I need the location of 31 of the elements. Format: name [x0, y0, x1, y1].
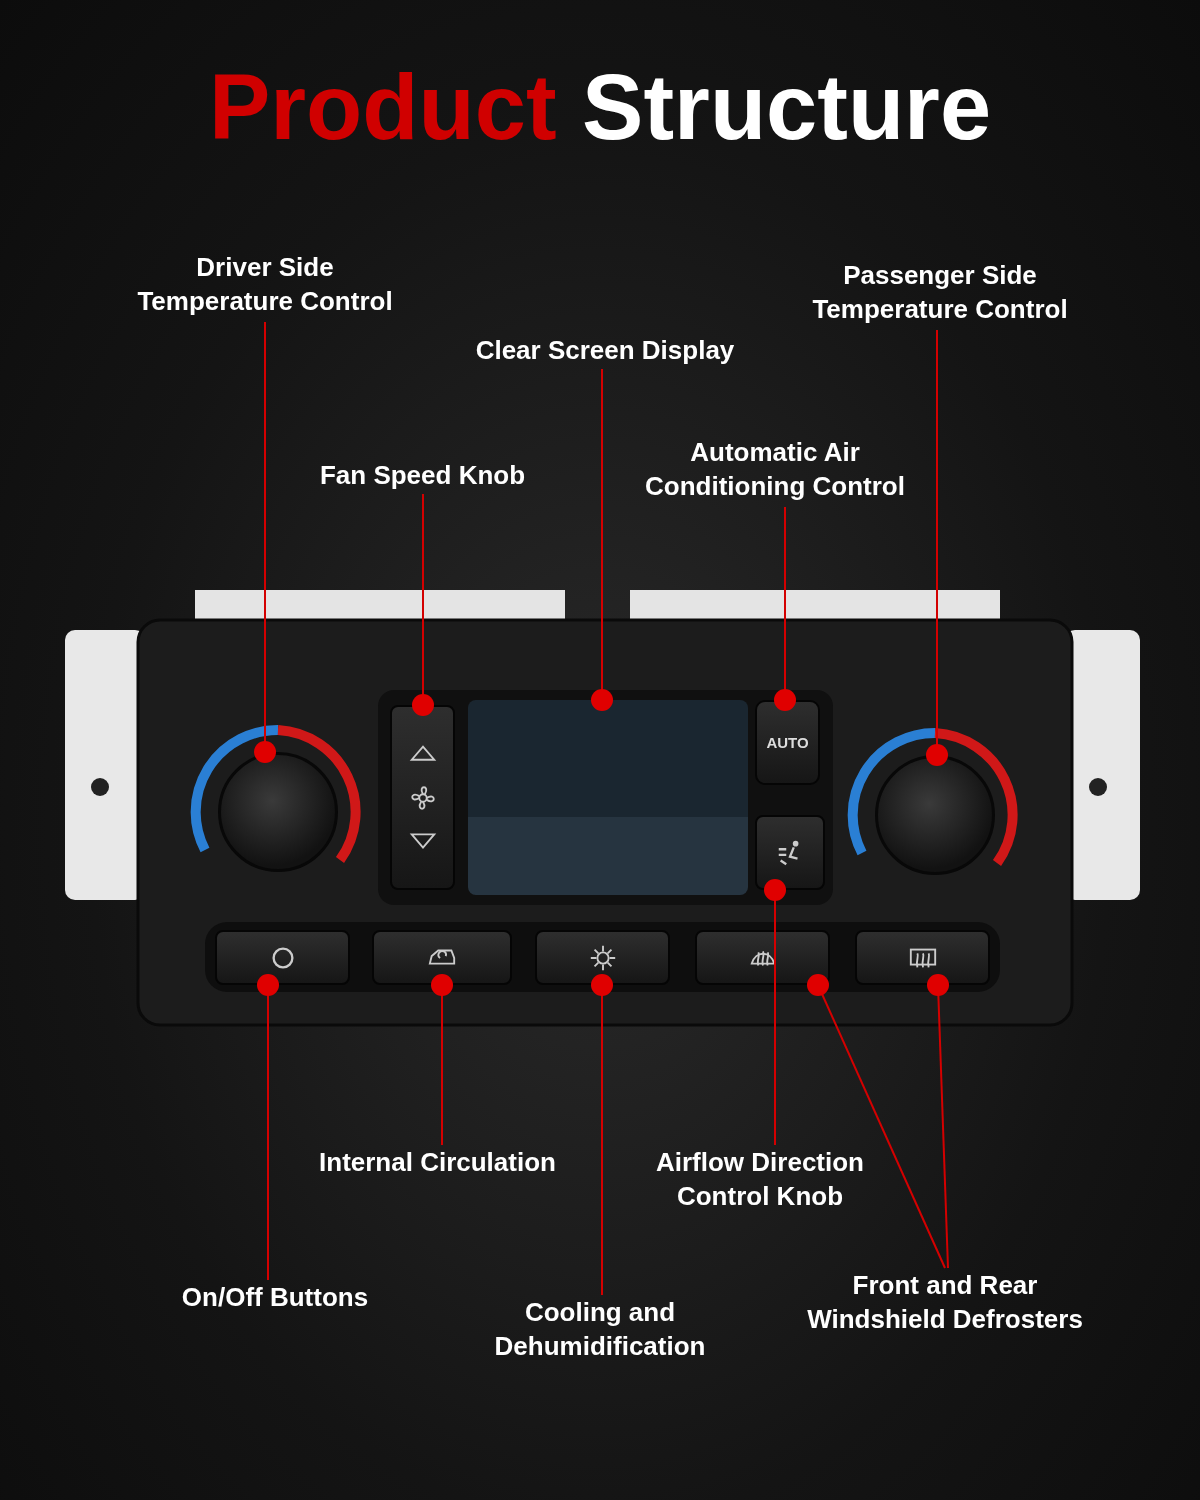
leader-line: [807, 974, 946, 1269]
callout-label: Cooling and Dehumidification: [465, 1295, 735, 1367]
ac-button: AUTO: [755, 700, 820, 785]
callout-label: Front and Rear Windshield Defrosters: [780, 1268, 1110, 1340]
leader-line: [927, 974, 949, 1269]
callout-label: Automatic Air Conditioning Control: [615, 435, 935, 507]
leader-line: [591, 974, 613, 1296]
leader-line: [926, 329, 948, 766]
leader-line: [412, 493, 434, 716]
display-screen: [468, 700, 748, 895]
defrost-button: [695, 930, 830, 985]
callout-label: Internal Circulation: [290, 1145, 585, 1181]
airflow-button: [755, 815, 825, 890]
leader-line: [764, 879, 786, 1146]
leader-line: [257, 974, 279, 1281]
circulation-button: [372, 930, 512, 985]
callout-label: Airflow Direction Control Knob: [635, 1145, 885, 1217]
leader-line: [774, 506, 796, 711]
leader-line: [591, 368, 613, 711]
title: Product Structure: [207, 55, 993, 160]
callout-label: Driver Side Temperature Control: [120, 250, 410, 322]
callout-label: Clear Screen Display: [440, 333, 770, 369]
defrost-button: [855, 930, 990, 985]
callout-label: Passenger Side Temperature Control: [780, 258, 1100, 330]
leader-line: [431, 974, 453, 1146]
leader-line: [254, 321, 276, 763]
callout-label: On/Off Buttons: [155, 1280, 395, 1316]
callout-label: Fan Speed Knob: [290, 458, 555, 494]
cooling-button: [535, 930, 670, 985]
fan-speed-button: [390, 705, 455, 890]
power-button: [215, 930, 350, 985]
